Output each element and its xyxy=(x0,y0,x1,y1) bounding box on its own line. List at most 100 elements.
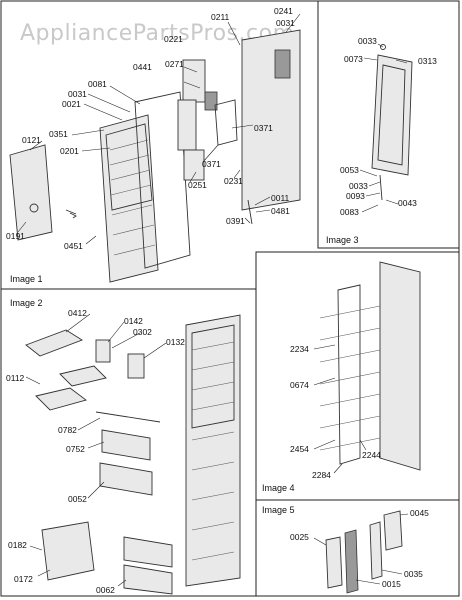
callout-0782: 0782 xyxy=(58,425,77,435)
callout-2244: 2244 xyxy=(362,450,381,460)
dispenser-panel xyxy=(183,149,205,181)
hinge-cap xyxy=(380,44,386,50)
callout-0251: 0251 xyxy=(188,180,207,190)
callout-0052: 0052 xyxy=(68,494,87,504)
image-3-drawing xyxy=(371,44,413,201)
callout-0132: 0132 xyxy=(166,337,185,347)
hinge-bracket xyxy=(379,174,383,201)
door-handle-top xyxy=(274,49,291,79)
dispenser-module xyxy=(177,99,197,151)
bracket-0132 xyxy=(127,353,145,379)
callout-0062: 0062 xyxy=(96,585,115,595)
callout-0031: 0031 xyxy=(68,89,87,99)
callout-0035: 0035 xyxy=(404,569,423,579)
callout-0412: 0412 xyxy=(68,308,87,318)
callout-0121: 0121 xyxy=(22,135,41,145)
callout-0481: 0481 xyxy=(271,206,290,216)
callout-0211: 0211 xyxy=(211,12,230,22)
callout-0451: 0451 xyxy=(64,241,83,251)
shelf-rail-0782 xyxy=(95,411,161,423)
callout-0033: 0033 xyxy=(349,181,368,191)
callout-2454: 2454 xyxy=(290,444,309,454)
bracket-0142 xyxy=(95,339,111,363)
callout-0231: 0231 xyxy=(224,176,243,186)
callout-0201: 0201 xyxy=(60,146,79,156)
callout-0271: 0271 xyxy=(165,59,184,69)
callout-0011: 0011 xyxy=(271,193,290,203)
panel-title-image-4: Image 4 xyxy=(262,483,295,493)
callout-0053: 0053 xyxy=(340,165,359,175)
shelf-rack-frame xyxy=(337,284,361,465)
door-bin-0052 xyxy=(99,462,153,496)
handle-trim-0025 xyxy=(325,536,343,589)
callout-0025: 0025 xyxy=(290,532,309,542)
panel-title-image-5: Image 5 xyxy=(262,505,295,515)
dispenser-housing xyxy=(182,59,206,103)
panel-title-image-1: Image 1 xyxy=(10,274,43,284)
callout-0093: 0093 xyxy=(346,191,365,201)
trim-piece xyxy=(214,99,238,146)
callout-0142: 0142 xyxy=(124,316,143,326)
callout-0391: 0391 xyxy=(226,216,245,226)
callout-0441: 0441 xyxy=(133,62,152,72)
callout-0313: 0313 xyxy=(418,56,437,66)
door-gasket xyxy=(134,91,191,269)
dairy-bin xyxy=(25,329,84,357)
handle-mount xyxy=(369,521,383,580)
callout-0045: 0045 xyxy=(410,508,429,518)
clip xyxy=(69,212,77,219)
liner-upper-grid xyxy=(105,123,153,211)
outer-freezer-door xyxy=(241,29,301,211)
callout-0351: 0351 xyxy=(49,129,68,139)
shelf-0112 xyxy=(35,387,88,411)
image-4-drawing xyxy=(319,261,421,471)
fresh-food-door-liner xyxy=(185,314,241,587)
panel-title-image-3: Image 3 xyxy=(326,235,359,245)
dispenser-cover xyxy=(9,144,53,241)
callout-0371: 0371 xyxy=(202,159,221,169)
dispenser-knob xyxy=(29,203,39,213)
shelf-upper xyxy=(59,365,107,387)
callout-0172: 0172 xyxy=(14,574,33,584)
door-bin-0062 xyxy=(123,564,173,595)
callout-0371-right: 0371 xyxy=(254,123,273,133)
control-board xyxy=(204,91,218,111)
screw-0451 xyxy=(65,209,77,215)
freezer-door-liner xyxy=(99,114,159,283)
handle-0015 xyxy=(344,529,359,594)
callout-0033-top: 0033 xyxy=(358,36,377,46)
hinge-pin xyxy=(247,199,253,225)
callout-0081: 0081 xyxy=(88,79,107,89)
freezer-door-panel-right xyxy=(379,261,421,471)
liner-upper-section xyxy=(191,324,235,429)
callout-0674: 0674 xyxy=(290,380,309,390)
callout-labels: 0211 0241 0031 0221 0441 0271 0081 0031 … xyxy=(6,6,437,595)
callout-0083: 0083 xyxy=(340,207,359,217)
callout-0752: 0752 xyxy=(66,444,85,454)
frame-img3 xyxy=(317,1,459,249)
callout-2234: 2234 xyxy=(290,344,309,354)
door-inner-panel xyxy=(377,64,406,166)
image-2-drawing xyxy=(25,314,241,595)
panel-title-image-2: Image 2 xyxy=(10,298,43,308)
frame-img4 xyxy=(255,251,459,596)
callout-0302: 0302 xyxy=(133,327,152,337)
callout-0241: 0241 xyxy=(274,6,293,16)
callout-0031-top: 0031 xyxy=(276,18,295,28)
handle-end-cap-0045 xyxy=(383,510,403,551)
callout-0021: 0021 xyxy=(62,99,81,109)
door-bin-upper xyxy=(123,536,173,568)
callout-0043: 0043 xyxy=(398,198,417,208)
callout-2284: 2284 xyxy=(312,470,331,480)
ice-bucket-0182 xyxy=(41,521,95,581)
callout-0182: 0182 xyxy=(8,540,27,550)
image-5-drawing xyxy=(325,510,403,594)
callout-0073: 0073 xyxy=(344,54,363,64)
callout-0112: 0112 xyxy=(6,373,25,383)
callout-0221: 0221 xyxy=(164,34,183,44)
leader-lines xyxy=(17,13,409,587)
image-1-drawing xyxy=(9,29,301,283)
callout-0015: 0015 xyxy=(382,579,401,589)
